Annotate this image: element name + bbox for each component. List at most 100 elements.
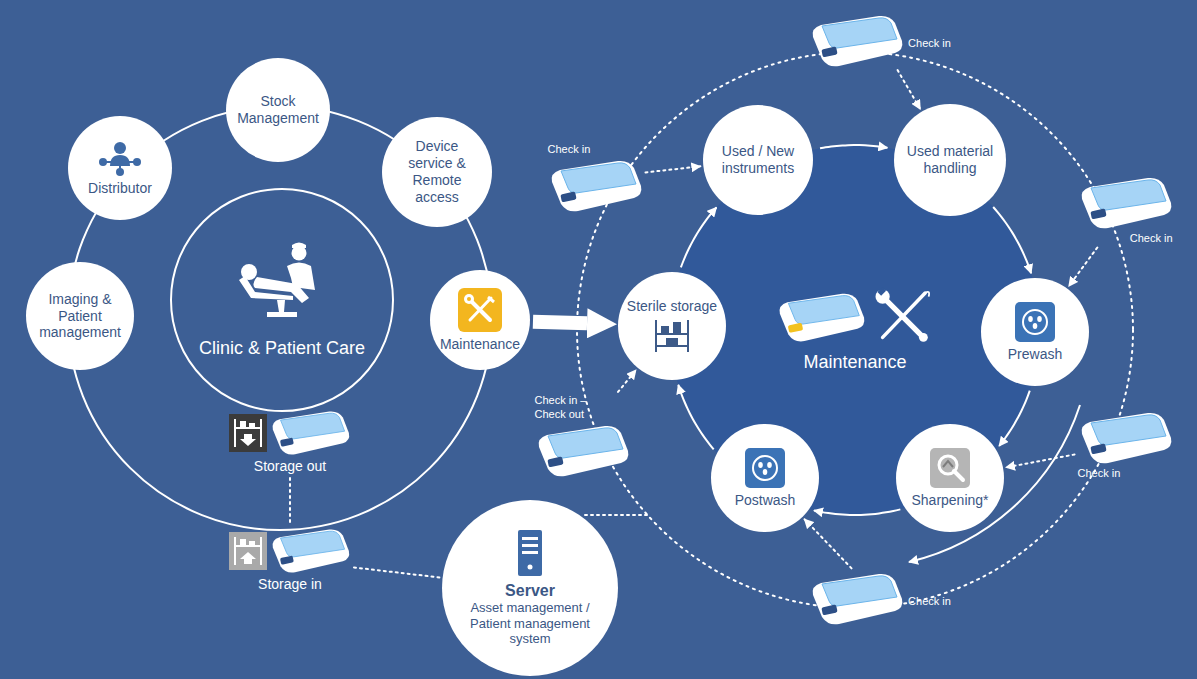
icon-shape (745, 448, 785, 488)
icon (227, 240, 337, 320)
node-icons (649, 318, 695, 354)
icon-shape (229, 414, 267, 452)
dotted-link (354, 567, 440, 577)
process-circle: Maintenance (430, 270, 530, 370)
icon (535, 423, 630, 478)
storage-station: Storage out (229, 409, 351, 475)
node-content: Maintenance (755, 286, 955, 374)
process-circle: Used / New instruments (703, 105, 813, 215)
process-circle: Sterile storage (618, 272, 726, 380)
scanner-device: Check in (809, 13, 951, 68)
node-label: Prewash (1008, 346, 1062, 363)
dotted-link (804, 519, 851, 568)
node-label: Postwash (735, 492, 796, 509)
icon (269, 409, 351, 456)
icon-shape (538, 426, 628, 476)
cycle-arrow (814, 509, 900, 515)
icon (513, 529, 547, 577)
node-content: Stock Management (232, 93, 324, 127)
icon-shape (1015, 302, 1055, 342)
icon-shape (99, 142, 141, 176)
flow-arrow (533, 322, 587, 324)
icon-shape (930, 448, 970, 488)
dotted-link (1069, 248, 1097, 287)
server-link (585, 514, 647, 516)
scanner-device: Check in – Check out (535, 394, 630, 477)
icon (98, 140, 142, 176)
node-icons (927, 448, 973, 488)
node-label: Device service & Remote access (399, 138, 475, 205)
dotted-link (898, 70, 921, 109)
icon-shape (273, 530, 350, 573)
node-label: Maintenance (440, 336, 520, 353)
icon-shape (1081, 413, 1171, 463)
process-circle: Sharpening* (896, 424, 1004, 532)
cycle-arrow (820, 145, 887, 148)
node-label: Sharpening* (911, 492, 988, 509)
node-content: Postwash (720, 448, 810, 509)
node-label: Distributor (88, 180, 152, 197)
process-circle: Device service & Remote access (382, 117, 492, 227)
icon-shape (813, 15, 903, 65)
scanner-device: Check in (1078, 175, 1173, 245)
node-icons (95, 140, 145, 176)
scanner-device: Check in (548, 143, 643, 213)
node-label: Maintenance (803, 352, 906, 374)
node-content: Imaging & Patient management (34, 291, 126, 341)
node-content: ServerAsset management / Patient managem… (463, 529, 597, 647)
node-content: Distributor (75, 140, 165, 197)
node-icons (1012, 302, 1058, 342)
process-circle: Used material handling (894, 104, 1006, 216)
icon-shape (551, 161, 641, 211)
node-label: Imaging & Patient management (34, 291, 126, 341)
node-icons (455, 288, 505, 332)
dotted-link (1006, 455, 1075, 468)
icon-shape (656, 320, 688, 352)
icon (776, 291, 866, 343)
icon (229, 532, 267, 570)
icon (809, 571, 904, 626)
node-label: Check in (1078, 467, 1121, 480)
node-label: Storage out (254, 458, 326, 475)
icon-shape (518, 530, 542, 576)
node-label: Check in (908, 595, 951, 608)
icon (652, 318, 692, 354)
node-label: Sterile storage (627, 298, 717, 315)
node-icons (773, 286, 937, 348)
node-label: Storage in (258, 576, 322, 593)
icon (930, 448, 970, 488)
node-content: Maintenance (437, 288, 523, 353)
node-label: Check in (1130, 232, 1173, 245)
icon-shape (273, 412, 350, 455)
clinic-circle: Clinic & Patient Care (170, 188, 394, 412)
icon-shape (876, 287, 930, 342)
node-icons (742, 448, 788, 488)
process-circle: Stock Management (226, 58, 330, 162)
node-label: Stock Management (232, 93, 324, 127)
icon (458, 288, 502, 332)
server-circle: ServerAsset management / Patient managem… (442, 500, 618, 676)
process-circle: Distributor (68, 116, 172, 220)
cycle-arrow (678, 385, 713, 450)
process-circle: Imaging & Patient management (26, 262, 134, 370)
storage-icons (229, 527, 351, 574)
icon-shape (780, 294, 865, 342)
node-icons (510, 529, 550, 577)
dotted-link (289, 478, 291, 524)
icon-shape (458, 288, 502, 332)
node-content: Sharpening* (902, 448, 998, 509)
dotted-link (618, 370, 636, 392)
icon (809, 13, 904, 68)
node-content: Used material handling (902, 143, 998, 177)
process-circle: Postwash (711, 424, 819, 532)
maintenance-cycle: MaintenanceUsed / New instrumentsUsed ma… (670, 145, 1040, 515)
icon (548, 158, 643, 213)
icon (745, 448, 785, 488)
node-content: Prewash (990, 302, 1080, 363)
icon-shape (813, 573, 903, 623)
node-body: Asset management / Patient management sy… (463, 600, 597, 647)
node-content: Device service & Remote access (399, 138, 475, 205)
node-label: Used material handling (902, 143, 998, 177)
